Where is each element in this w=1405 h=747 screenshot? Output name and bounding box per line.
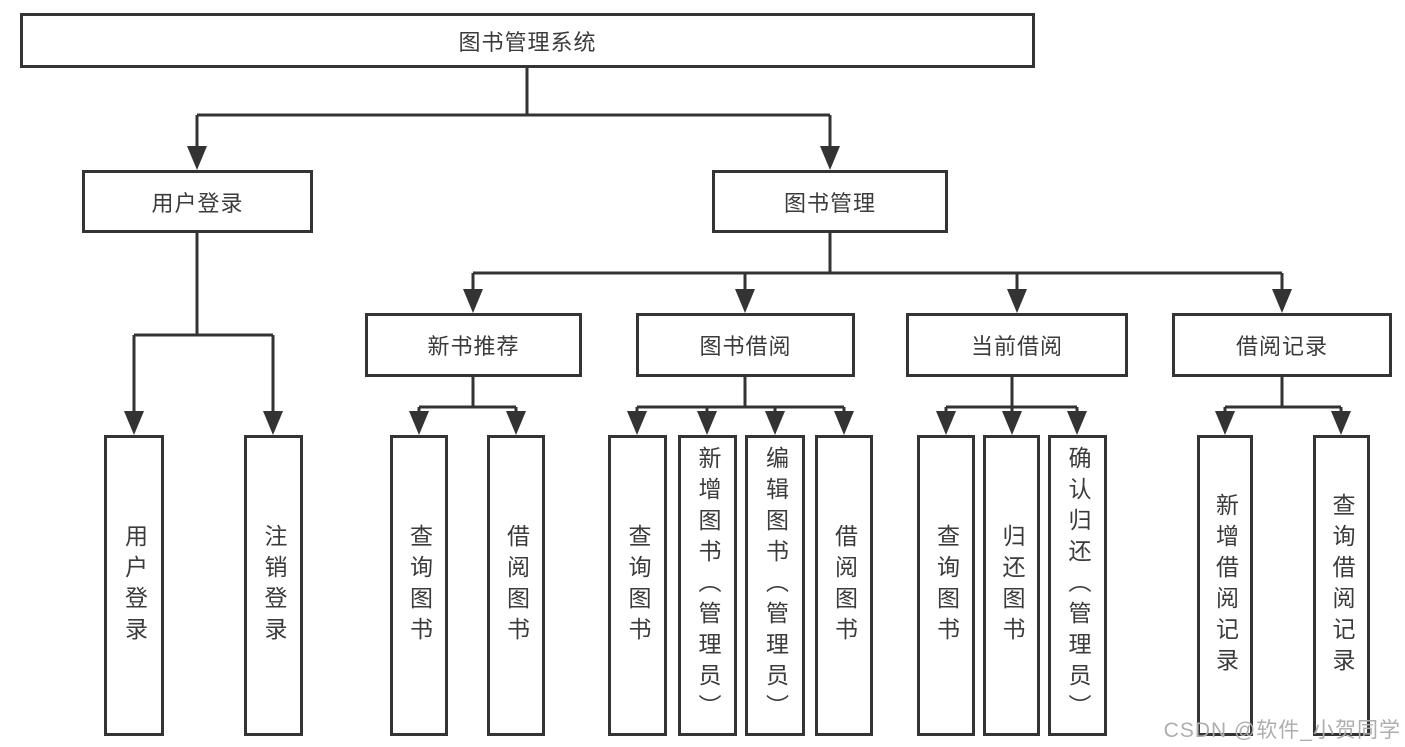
node-new-book-recommend: 新书推荐 bbox=[365, 313, 582, 377]
node-borrowing-records: 借阅记录 bbox=[1172, 313, 1392, 377]
arrowhead-down-icon bbox=[1331, 411, 1351, 435]
arrowhead-down-icon bbox=[1007, 289, 1027, 313]
arrowhead-down-icon bbox=[834, 411, 854, 435]
arrowhead-down-icon bbox=[765, 411, 785, 435]
node-current-borrowing: 当前借阅 bbox=[906, 313, 1128, 377]
leaf-user-login: 用户登录 bbox=[104, 435, 164, 736]
node-library-system: 图书管理系统 bbox=[20, 13, 1035, 68]
arrowhead-down-icon bbox=[506, 411, 526, 435]
arrowhead-down-icon bbox=[735, 289, 755, 313]
arrowhead-down-icon bbox=[124, 411, 144, 435]
arrowhead-down-icon bbox=[1002, 411, 1022, 435]
leaf-confirm-return-admin: 确认归还（管理员） bbox=[1048, 435, 1107, 736]
leaf-borrow-books: 借阅图书 bbox=[487, 435, 545, 736]
leaf-borrow-books: 借阅图书 bbox=[815, 435, 873, 736]
node-book-management: 图书管理 bbox=[712, 170, 948, 233]
arrowhead-down-icon bbox=[820, 146, 840, 170]
leaf-query-books: 查询图书 bbox=[608, 435, 667, 736]
watermark: CSDN @软件_小贺同学 bbox=[1163, 719, 1401, 742]
node-book-borrowing: 图书借阅 bbox=[636, 313, 855, 377]
arrowhead-down-icon bbox=[936, 411, 956, 435]
arrowhead-down-icon bbox=[697, 411, 717, 435]
arrowhead-down-icon bbox=[263, 411, 283, 435]
arrowhead-down-icon bbox=[1272, 289, 1292, 313]
leaf-query-books: 查询图书 bbox=[390, 435, 448, 736]
leaf-query-books: 查询图书 bbox=[917, 435, 975, 736]
leaf-logout: 注销登录 bbox=[244, 435, 303, 736]
leaf-add-borrow-record: 新增借阅记录 bbox=[1197, 435, 1253, 736]
leaf-query-borrow-record: 查询借阅记录 bbox=[1313, 435, 1370, 736]
arrowhead-down-icon bbox=[1215, 411, 1235, 435]
arrowhead-down-icon bbox=[409, 411, 429, 435]
node-user-login: 用户登录 bbox=[82, 170, 313, 233]
arrowhead-down-icon bbox=[1067, 411, 1087, 435]
arrowhead-down-icon bbox=[187, 146, 207, 170]
arrowhead-down-icon bbox=[463, 289, 483, 313]
arrowhead-down-icon bbox=[627, 411, 647, 435]
leaf-return-books: 归还图书 bbox=[983, 435, 1040, 736]
leaf-edit-book-admin: 编辑图书（管理员） bbox=[745, 435, 805, 736]
leaf-add-book-admin: 新增图书（管理员） bbox=[678, 435, 737, 736]
